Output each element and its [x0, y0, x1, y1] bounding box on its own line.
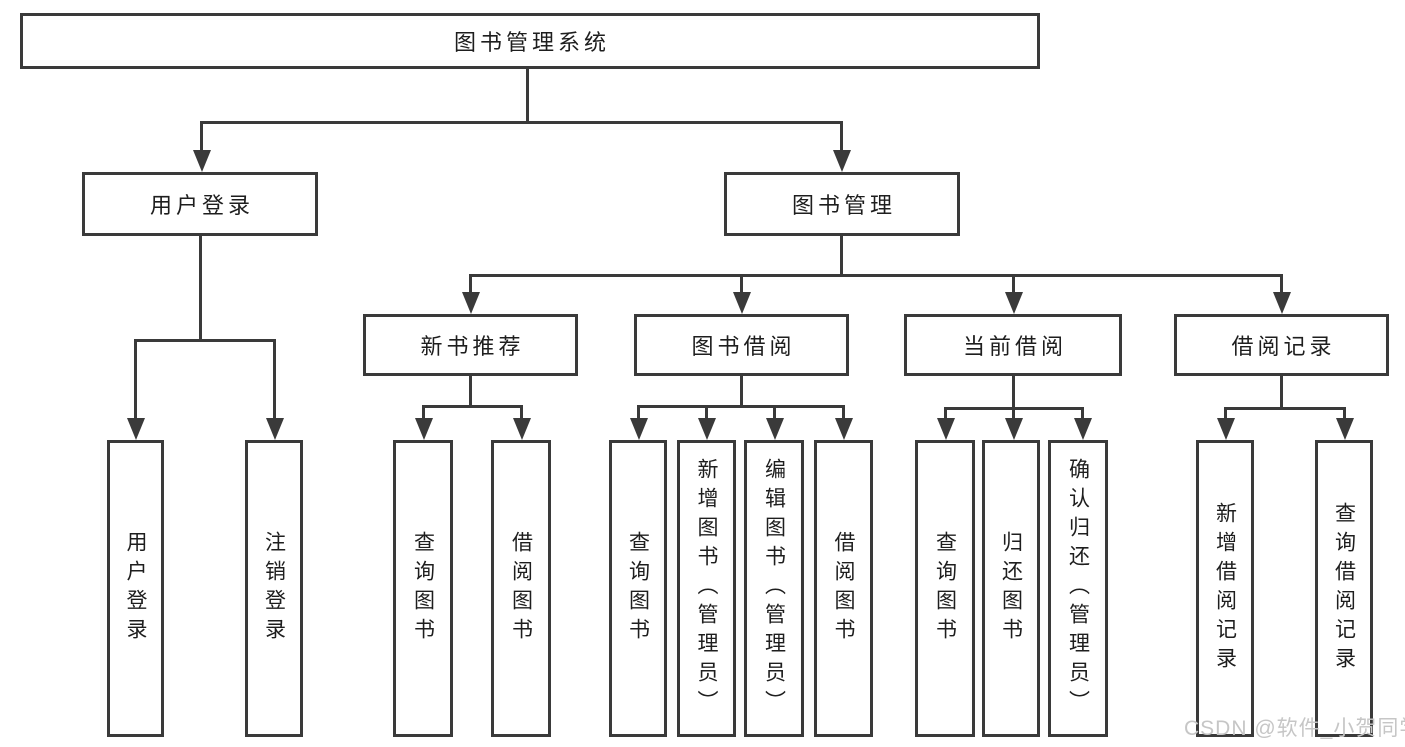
connector-line [1280, 274, 1283, 298]
connector-line [1280, 376, 1283, 409]
arrowhead [766, 418, 784, 440]
leaf-label: 确认归还（管理员） [1066, 458, 1090, 719]
node-book-borrowing-label: 图书借阅 [691, 334, 796, 359]
leaf-query-books-borrowing: 查询图书 [609, 440, 667, 737]
connector-line [469, 376, 472, 407]
connector-line [840, 121, 843, 155]
connector-line [134, 339, 137, 424]
connector-line [1012, 407, 1015, 422]
connector-line [526, 68, 529, 124]
connector-line [199, 236, 202, 341]
arrowhead [127, 418, 145, 440]
arrowhead [513, 418, 531, 440]
node-book-management: 图书管理 [724, 172, 960, 236]
node-borrowing-records: 借阅记录 [1174, 314, 1389, 376]
connector-line [705, 405, 708, 422]
arrowhead [937, 418, 955, 440]
arrowhead [698, 418, 716, 440]
leaf-label: 编辑图书（管理员） [762, 458, 786, 719]
leaf-label: 查询图书 [411, 530, 435, 647]
leaf-add-borrow-record: 新增借阅记录 [1196, 440, 1254, 737]
connector-line [200, 121, 203, 155]
csdn-watermark: CSDN @软件_小贺同学 [1184, 717, 1405, 740]
connector-line [840, 236, 843, 276]
leaf-label: 查询图书 [626, 530, 650, 647]
arrowhead [833, 150, 851, 172]
arrowhead [1336, 418, 1354, 440]
connector-line [422, 405, 523, 408]
leaf-label: 新增图书（管理员） [695, 458, 718, 719]
leaf-label: 归还图书 [999, 530, 1023, 647]
connector-line [520, 405, 523, 422]
arrowhead [1074, 418, 1092, 440]
leaf-query-books-current: 查询图书 [915, 440, 975, 737]
leaf-borrow-books-recommend: 借阅图书 [491, 440, 551, 737]
leaf-return-books: 归还图书 [982, 440, 1040, 737]
arrowhead [630, 418, 648, 440]
leaf-label: 查询借阅记录 [1332, 501, 1356, 676]
leaf-query-borrow-record: 查询借阅记录 [1315, 440, 1373, 737]
connector-line [273, 339, 276, 424]
leaf-query-books-recommend: 查询图书 [393, 440, 453, 737]
connector-line [469, 274, 472, 298]
leaf-label: 查询图书 [933, 530, 957, 647]
connector-line [637, 405, 640, 422]
arrowhead [462, 292, 480, 314]
arrowhead [193, 150, 211, 172]
connector-line [200, 121, 843, 124]
node-user-login-label: 用户登录 [149, 193, 254, 218]
connector-line [944, 407, 947, 422]
connector-line [842, 405, 845, 422]
arrowhead [1005, 418, 1023, 440]
leaf-logout: 注销登录 [245, 440, 303, 737]
node-new-book-recommend: 新书推荐 [363, 314, 578, 376]
leaf-user-login: 用户登录 [107, 440, 164, 737]
connector-line [1224, 407, 1346, 410]
connector-line [637, 405, 845, 408]
node-current-borrowing: 当前借阅 [904, 314, 1122, 376]
leaf-label: 注销登录 [262, 530, 286, 647]
leaf-label: 借阅图书 [832, 530, 855, 647]
connector-line [1081, 407, 1084, 422]
connector-line [773, 405, 776, 422]
node-borrowing-records-label: 借阅记录 [1231, 334, 1336, 359]
node-root: 图书管理系统 [20, 13, 1040, 69]
leaf-edit-books-admin: 编辑图书（管理员） [744, 440, 804, 737]
connector-line [1224, 407, 1227, 422]
connector-line [740, 376, 743, 407]
connector-line [134, 339, 276, 342]
node-current-borrowing-label: 当前借阅 [962, 334, 1067, 359]
connector-line [1012, 274, 1015, 298]
leaf-confirm-return-admin: 确认归还（管理员） [1048, 440, 1108, 737]
arrowhead [733, 292, 751, 314]
leaf-add-books-admin: 新增图书（管理员） [677, 440, 736, 737]
arrowhead [1273, 292, 1291, 314]
leaf-borrow-books-borrowing: 借阅图书 [814, 440, 873, 737]
arrowhead [835, 418, 853, 440]
connector-line [1343, 407, 1346, 422]
node-new-book-recommend-label: 新书推荐 [420, 334, 525, 359]
connector-line [422, 405, 425, 422]
arrowhead [266, 418, 284, 440]
node-book-borrowing: 图书借阅 [634, 314, 849, 376]
leaf-label: 借阅图书 [509, 530, 533, 647]
arrowhead [1005, 292, 1023, 314]
arrowhead [415, 418, 433, 440]
leaf-label: 新增借阅记录 [1213, 501, 1237, 676]
connector-line [469, 274, 1283, 277]
node-book-management-label: 图书管理 [791, 193, 896, 218]
arrowhead [1217, 418, 1235, 440]
connector-line [1012, 376, 1015, 409]
connector-line [740, 274, 743, 298]
node-root-label: 图书管理系统 [453, 30, 610, 55]
node-user-login: 用户登录 [82, 172, 318, 236]
leaf-label: 用户登录 [124, 530, 147, 647]
